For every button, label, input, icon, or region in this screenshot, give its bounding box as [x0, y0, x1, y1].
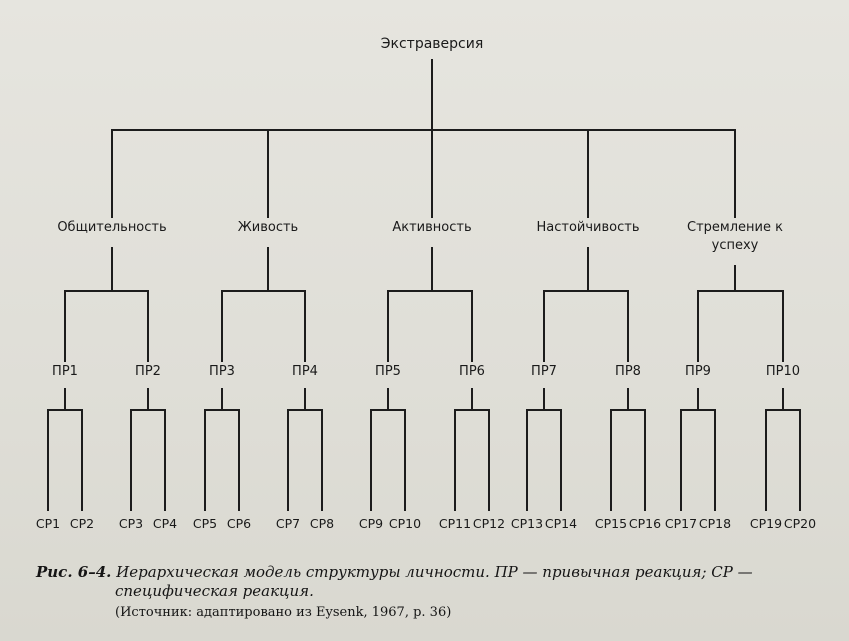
factor-label: Стремление к: [687, 220, 783, 235]
specific-label: СР20: [784, 516, 816, 531]
specific-label: СР5: [193, 516, 217, 531]
specific-label: СР7: [276, 516, 300, 531]
specific-label: СР9: [359, 516, 383, 531]
habit-label: ПР9: [685, 364, 711, 379]
habit-label: ПР8: [615, 364, 641, 379]
specific-label: СР3: [119, 516, 143, 531]
caption-text-line-1: Иерархическая модель структуры личности.…: [116, 563, 753, 581]
specific-label: СР10: [389, 516, 421, 531]
specific-label: СР12: [473, 516, 505, 531]
specific-label: СР19: [750, 516, 782, 531]
factor-label: Живость: [238, 220, 298, 235]
specific-label: СР14: [545, 516, 577, 531]
habit-label: ПР10: [766, 364, 800, 379]
specific-label: СР1: [36, 516, 60, 531]
habit-label: ПР5: [375, 364, 401, 379]
habit-label: ПР7: [531, 364, 557, 379]
habit-label: ПР4: [292, 364, 318, 379]
specific-label: СР15: [595, 516, 627, 531]
caption-source: (Источник: адаптировано из Eysenk, 1967,…: [115, 605, 452, 620]
caption-text-line-2: специфическая реакция.: [115, 582, 314, 600]
root-node-label: Экстраверсия: [381, 36, 484, 52]
specific-label: СР17: [665, 516, 697, 531]
specific-label: СР2: [70, 516, 94, 531]
specific-label: СР16: [629, 516, 661, 531]
specific-label: СР4: [153, 516, 177, 531]
specific-label: СР6: [227, 516, 251, 531]
specific-label: СР18: [699, 516, 731, 531]
factor-label: успеху: [712, 238, 759, 253]
factor-label: Настойчивость: [537, 220, 640, 235]
figure-label: Рис. 6–4.: [36, 563, 112, 581]
specific-label: СР13: [511, 516, 543, 531]
factor-label: Общительность: [57, 220, 166, 235]
factor-label: Активность: [392, 220, 471, 235]
specific-label: СР11: [439, 516, 471, 531]
habit-label: ПР3: [209, 364, 235, 379]
habit-label: ПР2: [135, 364, 161, 379]
habit-label: ПР1: [52, 364, 78, 379]
figure-caption: Рис. 6–4. Иерархическая модель структуры…: [22, 563, 837, 622]
habit-label: ПР6: [459, 364, 485, 379]
caption-line-1: Рис. 6–4. Иерархическая модель структуры…: [22, 563, 837, 582]
specific-label: СР8: [310, 516, 334, 531]
